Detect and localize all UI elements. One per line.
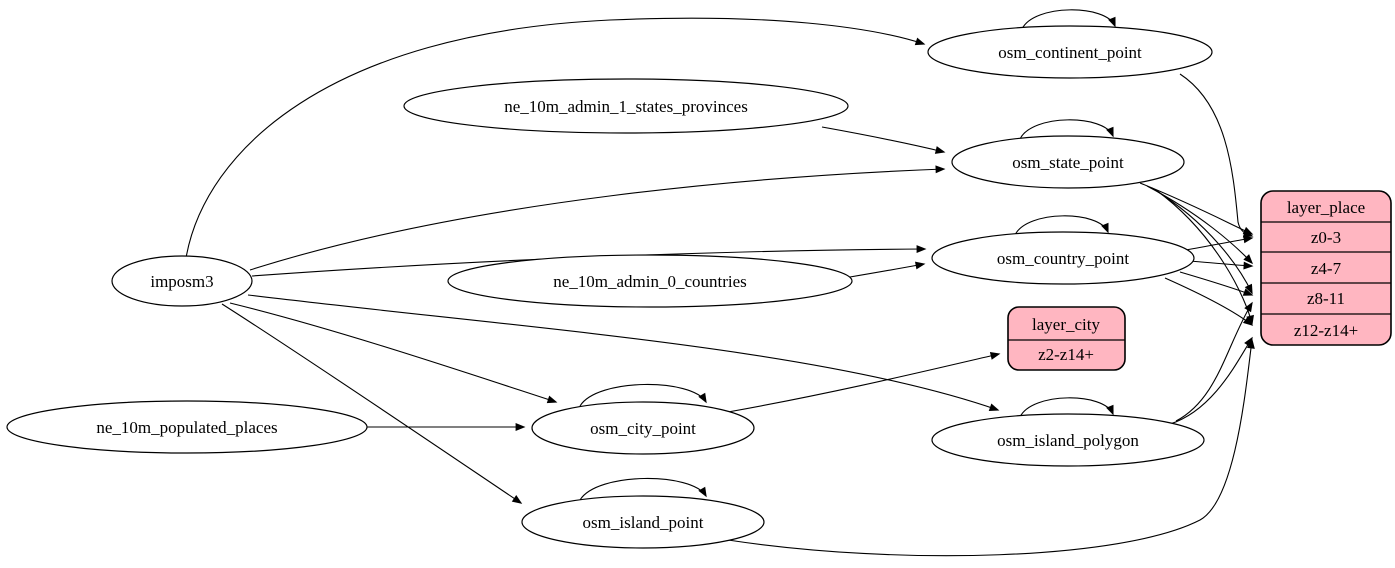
selfloop-osm_state_point	[1019, 119, 1114, 140]
node-ne_10m_populated_places: ne_10m_populated_places	[6, 400, 368, 454]
selfloop-osm_island_point	[579, 477, 707, 501]
edge-osm_island_polygon-z8-11	[1175, 301, 1253, 422]
edge-osm_country_point-z8-11	[1179, 271, 1254, 296]
node-layer_city: layer_city z2-z14+	[1007, 306, 1126, 371]
edges	[185, 9, 1255, 557]
node-osm_country_point-label: osm_country_point	[997, 249, 1129, 268]
node-layer_city-box	[1007, 306, 1126, 371]
edge-imposm3-osm_city_point	[229, 302, 558, 404]
node-ne_10m_admin_0_countries: ne_10m_admin_0_countries	[447, 254, 853, 308]
node-osm_island_polygon: osm_island_polygon	[931, 413, 1205, 467]
node-osm_city_point-label: osm_city_point	[590, 419, 696, 438]
node-osm_state_point-shape	[951, 135, 1185, 189]
node-osm_island_point-label: osm_island_point	[583, 513, 704, 532]
selfloop-osm_country_point	[1014, 215, 1109, 236]
edge-osm_country_point-z4-7	[1189, 260, 1254, 270]
node-layer_place: layer_place z0-3 z4-7 z8-11 z12-z14+	[1260, 190, 1392, 346]
node-osm_state_point-label: osm_state_point	[1012, 153, 1124, 172]
node-osm_island_polygon-shape	[931, 413, 1205, 467]
node-osm_continent_point-shape	[927, 25, 1213, 79]
edge-osm_city_point-layer_city	[727, 352, 1001, 413]
node-layer_city-row-z2-z14: z2-z14+	[1038, 345, 1094, 364]
node-ne_10m_admin_1_states_provinces-shape	[403, 78, 849, 134]
edge-osm_state_point-z8-11	[1151, 187, 1253, 295]
node-layer_place-row-z0-3: z0-3	[1311, 228, 1341, 247]
node-osm_country_point: osm_country_point	[931, 231, 1195, 285]
node-layer_place-row-z8-11: z8-11	[1307, 289, 1345, 308]
node-ne_10m_admin_0_countries-shape	[447, 254, 853, 308]
node-layer_place-row-z4-7: z4-7	[1311, 259, 1342, 278]
node-osm_continent_point-label: osm_continent_point	[998, 43, 1142, 62]
node-layer_place-label: layer_place	[1287, 198, 1365, 217]
edge-ne_10m_admin_0_countries-osm_country_point	[849, 261, 926, 278]
node-layer_city-label: layer_city	[1032, 315, 1100, 334]
selfloop-osm_city_point	[579, 383, 707, 407]
node-osm_city_point-shape	[531, 401, 755, 455]
edge-imposm3-osm_state_point	[249, 165, 946, 271]
node-osm_island_point: osm_island_point	[521, 495, 765, 549]
edge-imposm3-osm_island_point	[221, 303, 523, 504]
node-ne_10m_populated_places-shape	[6, 400, 368, 454]
node-osm_island_polygon-label: osm_island_polygon	[997, 431, 1139, 450]
node-osm_continent_point: osm_continent_point	[927, 25, 1213, 79]
node-ne_10m_populated_places-label: ne_10m_populated_places	[96, 418, 277, 437]
edge-osm_country_point-z12-z14	[1164, 277, 1254, 326]
node-imposm3: imposm3	[111, 255, 253, 307]
node-osm_country_point-shape	[931, 231, 1195, 285]
edge-imposm3-osm_island_polygon	[247, 294, 1000, 411]
node-ne_10m_admin_1_states_provinces-label: ne_10m_admin_1_states_provinces	[504, 97, 748, 116]
edge-ne_10m_admin_1_states_provinces-osm_state_point	[821, 126, 946, 154]
selfloop-osm_continent_point	[1021, 9, 1116, 30]
node-imposm3-label: imposm3	[150, 272, 213, 291]
node-osm_island_point-shape	[521, 495, 765, 549]
edge-imposm3-osm_continent_point	[185, 17, 926, 259]
node-ne_10m_admin_0_countries-label: ne_10m_admin_0_countries	[553, 272, 747, 291]
edge-osm_island_polygon-z12-z14	[1169, 336, 1253, 425]
node-osm_state_point: osm_state_point	[951, 135, 1185, 189]
node-imposm3-shape	[111, 255, 253, 307]
node-layer_place-box	[1260, 190, 1392, 346]
edge-osm_country_point-z0-3	[1185, 235, 1254, 251]
selfloop-osm_island_polygon	[1019, 397, 1114, 418]
node-osm_city_point: osm_city_point	[531, 401, 755, 455]
edge-osm_island_point-z12-z14	[727, 338, 1255, 557]
node-layer_place-row-z12-z14: z12-z14+	[1294, 321, 1358, 340]
node-ne_10m_admin_1_states_provinces: ne_10m_admin_1_states_provinces	[403, 78, 849, 134]
